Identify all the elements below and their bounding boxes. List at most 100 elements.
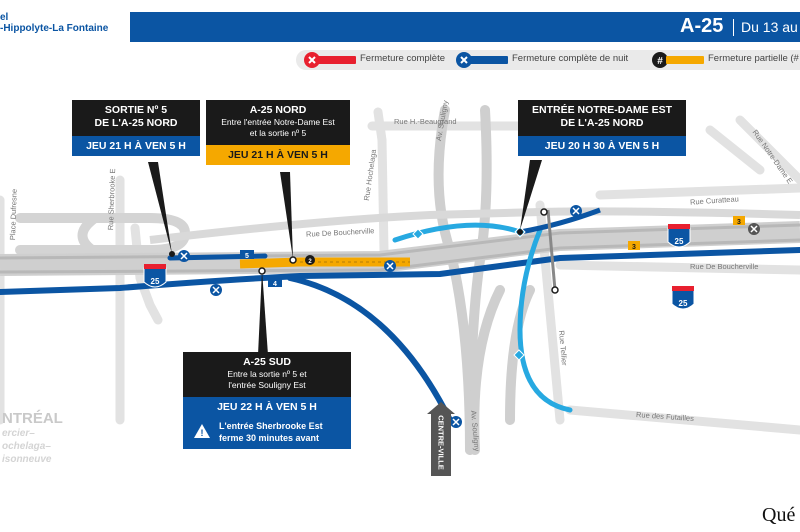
street-boucherville-east xyxy=(555,260,800,275)
ramp-notredame-light xyxy=(392,222,523,243)
legend-bar-yellow xyxy=(666,56,704,64)
partial-a25-nord xyxy=(239,257,410,269)
borough-label-1: ercier– xyxy=(2,428,35,439)
shield-number: 25 xyxy=(151,277,160,286)
callout-warning: ! L'entrée Sherbrooke Est ferme 30 minut… xyxy=(183,417,351,449)
count-tag-a xyxy=(628,241,640,250)
souligny-west xyxy=(433,105,475,455)
warning-line-1: L'entrée Sherbrooke Est xyxy=(219,421,323,431)
org-name: el -Hippolyte-La Fontaine xyxy=(0,12,128,42)
street-label-dufresne: Place Dufresne xyxy=(8,188,19,241)
org-line-1: el xyxy=(0,12,9,23)
warning-line-2: ferme 30 minutes avant xyxy=(219,433,320,443)
callout-time: JEU 21 H À VEN 5 H xyxy=(206,145,350,165)
street-notredame-2 xyxy=(705,125,765,175)
title-bar xyxy=(130,12,800,42)
point-markers xyxy=(169,208,559,294)
callout-a25-nord: A-25 NORD Entre l'entrée Notre-Dame Est … xyxy=(206,100,350,165)
lane-tag-5 xyxy=(240,250,254,259)
centre-ville-sign: CENTRE-VILLE xyxy=(431,412,451,476)
lane-tag-5-label: 5 xyxy=(245,253,249,260)
callout-title: A-25 SUD xyxy=(243,356,291,368)
left-loop xyxy=(15,213,191,255)
date-range: Du 13 au xyxy=(741,19,798,35)
callout-sortie5: SORTIE Nº 5 DE L'A-25 NORD JEU 21 H À VE… xyxy=(72,100,200,156)
count-tag-b-label: 3 xyxy=(737,219,741,226)
callout-notredame: ENTRÉE NOTRE-DAME EST DE L'A-25 NORD JEU… xyxy=(518,100,686,156)
title-separator xyxy=(733,19,734,36)
shield-number: 25 xyxy=(675,237,684,246)
souligny-ramp xyxy=(469,285,505,455)
left-loop-inner xyxy=(77,213,100,257)
bridge-marker xyxy=(546,209,557,291)
x-circle-icon xyxy=(210,284,222,296)
x-circle-icon xyxy=(456,52,472,68)
x-circle-icon xyxy=(178,250,190,262)
callout-title: DE L'A-25 NORD xyxy=(94,117,178,129)
callout-subtitle: et la sortie nº 5 xyxy=(249,128,307,138)
callout-subtitle: l'entrée Souligny Est xyxy=(228,380,306,390)
souligny-ramp-2 xyxy=(505,285,535,425)
warning-icon: ! xyxy=(194,424,210,438)
lane-tag-4-label: 4 xyxy=(273,281,277,288)
callout-title: A-25 NORD xyxy=(249,104,307,116)
top-bar: el -Hippolyte-La Fontaine A-25 Du 13 au xyxy=(0,12,800,42)
svg-text:#: # xyxy=(657,56,663,67)
legend: Fermeture complète Fermeture complète de… xyxy=(296,50,800,70)
org-line-2: -Hippolyte-La Fontaine xyxy=(0,23,109,34)
borough-label-2: ochelaga– xyxy=(2,441,51,452)
callout-title: SORTIE Nº 5 xyxy=(104,104,168,116)
count-tag-a-label: 3 xyxy=(632,244,636,251)
route-shield-tellier: 25 xyxy=(671,286,695,310)
callout-time: JEU 21 H À VEN 5 H xyxy=(72,136,200,156)
route-shield-west: 25 xyxy=(143,264,167,288)
street-notredame xyxy=(735,115,800,185)
svg-text:!: ! xyxy=(201,428,204,438)
borough-label-3: isonneuve xyxy=(2,454,52,465)
callout-header: A-25 SUD Entre la sortie nº 5 et l'entré… xyxy=(183,352,351,397)
legend-bar-blue xyxy=(470,56,508,64)
callout-title: ENTRÉE NOTRE-DAME EST xyxy=(531,104,672,116)
callout-header: ENTRÉE NOTRE-DAME EST DE L'A-25 NORD xyxy=(518,100,686,136)
closure-icons xyxy=(178,205,760,428)
partial-marker xyxy=(305,255,315,265)
callout-subtitle: Entre l'entrée Notre-Dame Est xyxy=(221,117,335,127)
city-label: NTRÉAL xyxy=(2,410,63,427)
callout-time: JEU 20 H 30 À VEN 5 H xyxy=(518,136,686,156)
street-hochelaga-vertical xyxy=(373,107,389,255)
closure-sud-ramp xyxy=(287,275,453,423)
street-futailles xyxy=(565,405,800,435)
partial-marker-label: 2 xyxy=(308,259,312,265)
callout-subtitle: Entre la sortie nº 5 et xyxy=(227,369,307,379)
route-shield-east: 25 xyxy=(667,224,691,248)
callout-header: A-25 NORD Entre l'entrée Notre-Dame Est … xyxy=(206,100,350,145)
legend-label: Fermeture partielle (# vo xyxy=(708,53,800,64)
hash-circle-icon: # xyxy=(652,52,668,68)
street-label-boucherville-east: Rue De Boucherville xyxy=(690,262,759,271)
callout-header: SORTIE Nº 5 DE L'A-25 NORD xyxy=(72,100,200,136)
diamond-icon xyxy=(412,228,424,240)
street-curatteau xyxy=(595,183,800,200)
callout-pointers xyxy=(148,160,542,355)
centre-ville-label: CENTRE-VILLE xyxy=(436,415,446,470)
lane-tag-4 xyxy=(268,278,282,287)
street-label-beaugrand: Rue H.-Beaugrand xyxy=(394,117,457,126)
x-circle-icon xyxy=(748,223,760,235)
count-tag-b xyxy=(733,216,745,225)
legend-bar-red xyxy=(318,56,356,64)
x-circle-icon xyxy=(570,205,582,217)
route-title: A-25 xyxy=(680,15,724,37)
x-circle-icon xyxy=(450,416,462,428)
callout-time: JEU 22 H À VEN 5 H xyxy=(183,397,351,417)
legend-label: Fermeture complète de nuit xyxy=(512,53,629,64)
legend-label: Fermeture complète xyxy=(360,53,446,64)
boucherville-road xyxy=(149,207,800,244)
closure-notredame-entry xyxy=(519,207,601,235)
callout-title: DE L'A-25 NORD xyxy=(560,117,644,129)
quebec-logo: Qué xyxy=(762,504,796,526)
direction-arrow-icon xyxy=(427,402,455,414)
callout-a25-sud: A-25 SUD Entre la sortie nº 5 et l'entré… xyxy=(183,352,351,449)
x-circle-icon xyxy=(304,52,320,68)
